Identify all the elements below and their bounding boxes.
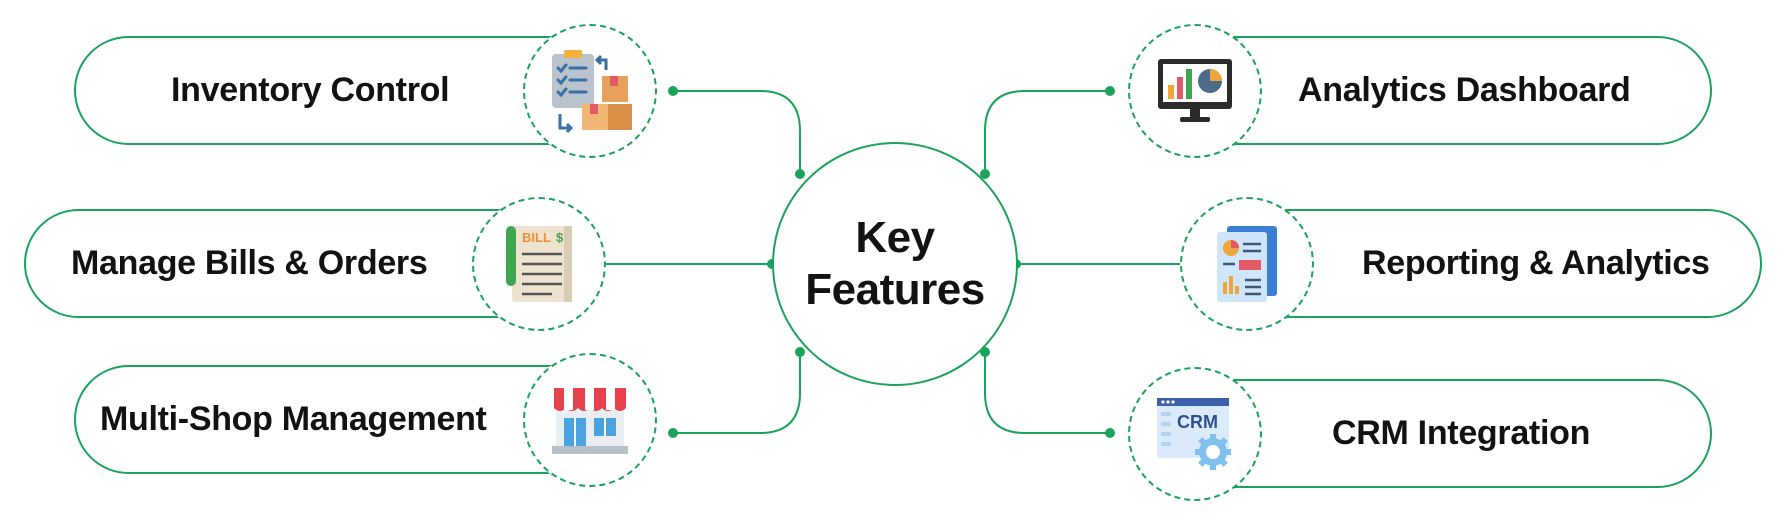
dot-crm-start	[1105, 428, 1115, 438]
dot-inventory-end	[795, 169, 805, 179]
monitor-chart-icon	[1158, 59, 1232, 122]
feature-label: Multi-Shop Management	[100, 400, 487, 438]
analytics-icon-circle	[1128, 24, 1262, 158]
feature-label: Manage Bills & Orders	[71, 244, 428, 282]
connector-inventory	[672, 90, 801, 174]
dot-multishop-end	[795, 347, 805, 357]
feature-label: Reporting & Analytics	[1362, 244, 1710, 282]
crm-icon-circle: CRM	[1128, 367, 1262, 501]
inventory-icon-circle	[523, 24, 657, 158]
feature-label: CRM Integration	[1332, 414, 1591, 452]
storefront-icon	[552, 388, 628, 454]
bill-icon-text: BILL	[522, 230, 551, 245]
dollar-icon-text: $	[556, 230, 564, 245]
key-features-hub: Key Features	[772, 142, 1018, 386]
bill-receipt-icon: BILL $	[506, 226, 572, 302]
report-document-icon	[1217, 226, 1277, 302]
hub-title-line1: Key	[855, 213, 935, 262]
bills-icon-circle: BILL $	[472, 197, 606, 331]
dot-analytics-start	[1105, 86, 1115, 96]
dot-analytics-end	[980, 169, 990, 179]
reporting-icon-circle	[1180, 197, 1314, 331]
dot-inventory-start	[668, 86, 678, 96]
dot-multishop-start	[668, 428, 678, 438]
connector-crm	[984, 352, 1110, 434]
hub-title-line2: Features	[805, 265, 985, 314]
feature-label: Inventory Control	[171, 71, 450, 109]
multishop-icon-circle	[523, 353, 657, 487]
crm-icon-text: CRM	[1177, 412, 1218, 432]
connector-multishop	[672, 352, 801, 434]
connector-analytics	[984, 90, 1110, 174]
feature-label: Analytics Dashboard	[1298, 71, 1631, 109]
inventory-clipboard-boxes-icon	[552, 50, 632, 134]
crm-window-gear-icon: CRM	[1157, 398, 1231, 470]
